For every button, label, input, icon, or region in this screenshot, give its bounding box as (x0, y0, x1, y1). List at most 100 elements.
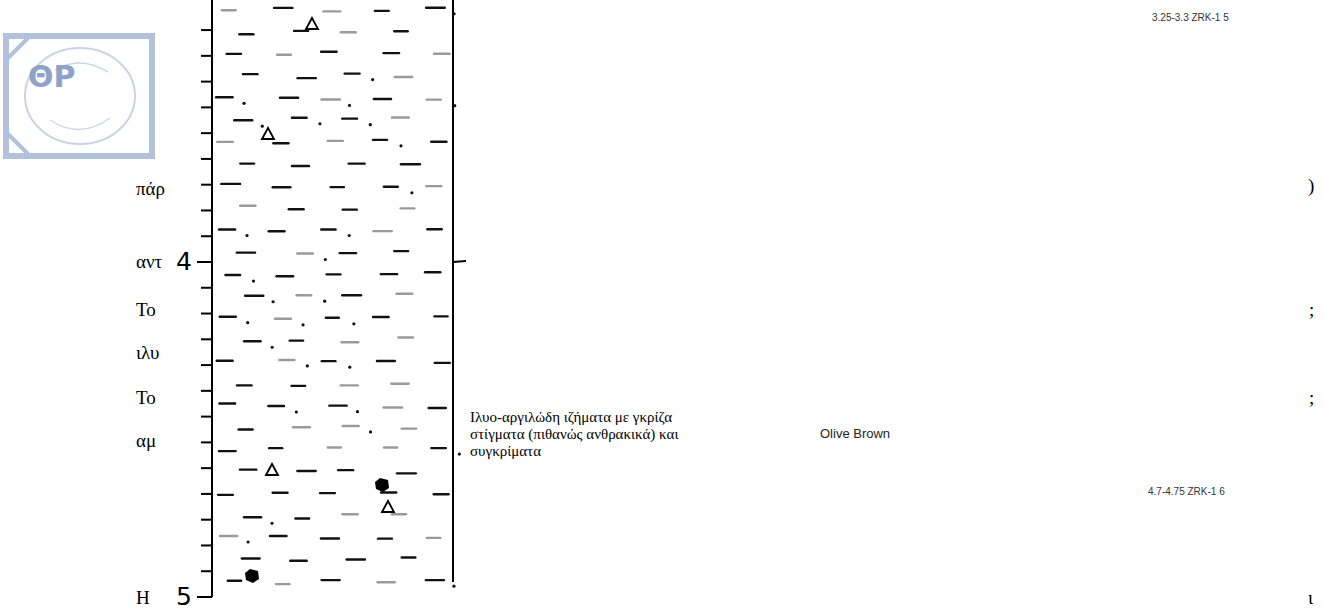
clay-dash (290, 560, 306, 562)
clay-dash (329, 404, 346, 406)
silt-dot (348, 104, 351, 107)
silt-dot (295, 410, 298, 413)
page-text-fragment: αντ (136, 252, 162, 271)
clay-dash (331, 186, 344, 188)
silt-dot (246, 540, 249, 543)
clay-dash (326, 317, 339, 319)
clay-dash (269, 230, 285, 232)
clay-dash (391, 383, 409, 385)
depth-number: 4 (176, 249, 192, 274)
clay-dash (239, 33, 253, 35)
clay-dash (392, 513, 406, 515)
depth-tick (201, 441, 212, 443)
clay-dash (221, 183, 240, 185)
clay-dash (431, 140, 446, 142)
clay-dash (280, 97, 298, 99)
clay-dash (327, 273, 341, 275)
clay-dash (343, 425, 359, 427)
clay-dash (341, 384, 358, 386)
clay-dash (218, 494, 233, 496)
clay-dash (220, 316, 236, 318)
concretion-symbol (306, 18, 318, 29)
clay-dash (426, 579, 444, 581)
silt-dot (369, 430, 372, 433)
clay-dash (434, 493, 449, 495)
depth-axis (211, 0, 213, 597)
clay-dash (244, 516, 261, 518)
silt-dot (261, 125, 264, 128)
depth-tick (201, 519, 212, 521)
depth-tick (453, 261, 466, 262)
sample-label: 3.25-3.3 ZRK-1 5 (1152, 13, 1229, 23)
depth-tick (201, 390, 212, 392)
clay-dash (245, 295, 263, 297)
clay-dash (298, 77, 316, 79)
silt-dot (352, 322, 355, 325)
depth-tick (201, 467, 212, 469)
clay-dash (323, 10, 340, 12)
page-text-fragment: ; (1309, 300, 1314, 319)
clay-dash (279, 359, 294, 361)
clay-dash (321, 228, 335, 230)
seal-corner (6, 36, 30, 156)
clay-dash (345, 72, 360, 74)
clay-dash (349, 162, 365, 164)
clay-dash (396, 293, 412, 295)
seal-circle (25, 48, 135, 144)
clay-dash (322, 98, 340, 100)
page-text-fragment: πάρ (136, 179, 165, 198)
clay-dash (273, 186, 291, 188)
page-text-fragment: ι (1308, 588, 1313, 607)
clay-dash (402, 427, 416, 429)
clay-dash (292, 117, 307, 119)
depth-tick (201, 493, 212, 495)
silt-dot (252, 279, 255, 282)
clay-dash (240, 468, 256, 470)
clay-dash (273, 492, 288, 494)
clay-dash (384, 446, 397, 448)
clay-dash (429, 407, 446, 409)
silt-dot (348, 234, 351, 237)
clay-dash (401, 163, 420, 165)
clay-dash (237, 384, 252, 386)
clay-dash (274, 7, 292, 9)
depth-tick (201, 235, 212, 237)
clay-dash (397, 472, 416, 474)
clay-dash (342, 294, 361, 296)
clay-dash (268, 405, 284, 407)
depth-tick (201, 158, 212, 160)
clay-dash (321, 537, 339, 539)
clay-dash (217, 360, 233, 362)
clay-dash (375, 10, 389, 12)
clay-dash (290, 339, 303, 341)
clay-dash (243, 73, 258, 75)
carbonate-spot (245, 569, 259, 583)
page-text-fragment: Το (136, 388, 156, 407)
depth-tick (201, 184, 212, 186)
clay-dash (270, 535, 287, 537)
clay-dash (374, 98, 391, 100)
clay-dash (374, 230, 392, 232)
clay-dash (392, 116, 409, 118)
seal-frame (6, 36, 152, 156)
clay-dash (384, 186, 398, 188)
clay-dash (219, 228, 235, 230)
clay-dash (394, 30, 407, 32)
clay-dash (217, 141, 232, 143)
silt-dot (348, 366, 351, 369)
clay-dash (426, 7, 445, 9)
clay-dash (340, 252, 357, 254)
clay-dash (227, 53, 241, 55)
clay-dash (427, 537, 440, 539)
silt-dot (399, 144, 402, 147)
clay-dash (242, 557, 260, 559)
concretion-symbol (262, 128, 274, 139)
silt-dot (458, 452, 461, 455)
page-text-fragment: Το (136, 300, 156, 319)
clay-dash (234, 119, 252, 121)
lithology-description: Ιλυο-αργιλώδη ιζήματα με γκρίζα στίγματα… (470, 409, 698, 460)
clay-dash (328, 140, 343, 142)
clay-dash (328, 446, 341, 448)
depth-number: 5 (176, 584, 192, 609)
clay-dash (240, 204, 255, 206)
